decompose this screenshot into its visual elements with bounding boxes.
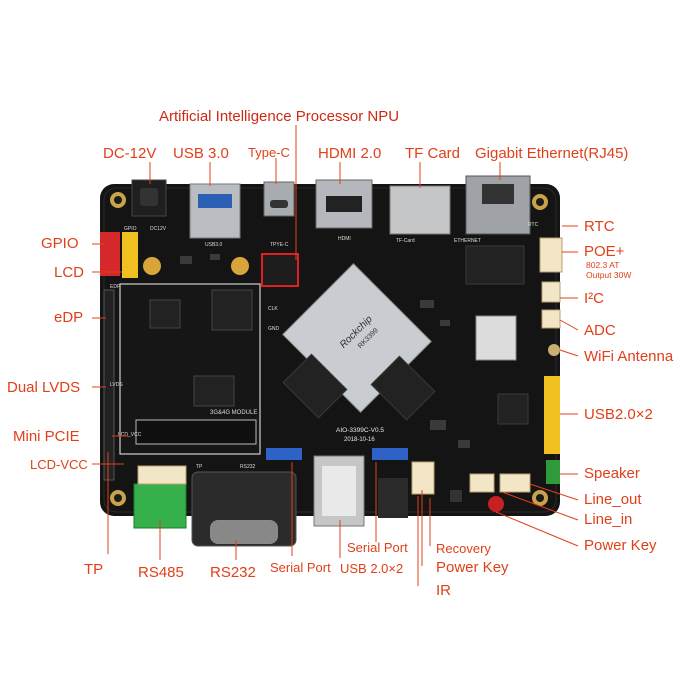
silk-typec: TPYE-C xyxy=(270,242,289,248)
label-rs485: RS485 xyxy=(138,564,184,581)
silk-clk: CLK xyxy=(268,306,278,312)
lvds-header xyxy=(103,289,115,481)
label-i2c: I²C xyxy=(584,290,604,307)
label-recovery: Recovery xyxy=(436,541,491,556)
wifi-antenna-connector xyxy=(548,344,560,356)
silk-lvds: LVDS xyxy=(110,382,123,388)
label-typec: Type-C xyxy=(248,145,290,160)
label-rs232: RS232 xyxy=(210,564,256,581)
label-poe-spec2: Output 30W xyxy=(586,270,632,280)
label-power-key-right: Power Key xyxy=(584,537,657,554)
label-serial-port-right: Serial Port xyxy=(347,540,408,555)
serial-header-right xyxy=(372,448,408,460)
label-line-out: Line_out xyxy=(584,491,642,508)
label-npu: Artificial Intelligence Processor NPU xyxy=(159,108,400,125)
npu-chip xyxy=(261,253,299,287)
label-usb20x2-right: USB2.0×2 xyxy=(584,406,653,423)
label-poe: POE+ xyxy=(584,243,625,260)
label-usb20x2-bottom: USB 2.0×2 xyxy=(340,561,404,576)
poe-connector xyxy=(539,237,563,273)
adc-connector xyxy=(541,309,561,329)
lcd-header xyxy=(122,232,138,278)
label-mini-pcie: Mini PCIE xyxy=(13,428,80,445)
silk-hdmi: HDMI xyxy=(338,236,351,242)
silk-dc12v: DC12V xyxy=(150,226,167,232)
label-tfcard: TF Card xyxy=(405,145,461,162)
usb2-headers xyxy=(544,376,560,454)
usb3-port xyxy=(189,183,241,239)
silk-rtc: RTC xyxy=(528,222,539,228)
silk-board-name: AIO-3399C-V0.5 xyxy=(336,427,384,434)
speaker-connector xyxy=(546,460,560,484)
silk-edp: EDP xyxy=(110,284,121,290)
silk-usb30: USB3.0 xyxy=(205,242,222,248)
label-tp: TP xyxy=(84,561,104,578)
module-text: 3G&4G MODULE xyxy=(210,410,257,416)
label-ethernet: Gigabit Ethernet(RJ45) xyxy=(475,145,629,162)
label-usb30: USB 3.0 xyxy=(173,145,229,162)
label-adc: ADC xyxy=(584,322,616,339)
label-serial-port-left: Serial Port xyxy=(270,560,331,575)
label-edp: eDP xyxy=(54,309,84,326)
tf-card-slot xyxy=(389,185,451,235)
label-lcd-vcc: LCD-VCC xyxy=(30,457,88,472)
silk-ethernet: ETHERNET xyxy=(454,238,481,244)
label-lcd: LCD xyxy=(54,264,85,281)
serial-header-left xyxy=(266,448,302,460)
label-gpio: GPIO xyxy=(41,235,79,252)
mini-pcie-slot xyxy=(135,419,257,445)
label-rtc: RTC xyxy=(584,218,615,235)
typec-port xyxy=(263,181,295,217)
label-poe-spec1: 802.3 AT xyxy=(586,260,620,270)
power-key xyxy=(488,496,504,512)
label-dual-lvds: Dual LVDS xyxy=(7,379,81,396)
silk-lcdvcc: LCD_VCC xyxy=(118,432,142,438)
label-wifi: WiFi Antenna xyxy=(584,348,674,365)
label-line-in: Line_in xyxy=(584,511,633,528)
silk-gpio: GPIO xyxy=(124,226,137,232)
silk-rs232: RS232 xyxy=(240,464,256,470)
i2c-connector xyxy=(541,281,561,303)
silk-board-date: 2018-10-16 xyxy=(344,437,375,443)
label-power-key-bottom: Power Key xyxy=(436,559,509,576)
label-hdmi20: HDMI 2.0 xyxy=(318,145,382,162)
label-dc12v: DC-12V xyxy=(103,145,157,162)
silk-gnd: GND xyxy=(268,326,280,332)
silk-tfcard: TF-Card xyxy=(396,238,415,244)
label-ir: IR xyxy=(436,582,451,599)
silk-tp: TP xyxy=(196,464,203,470)
label-speaker: Speaker xyxy=(584,465,640,482)
gpio-header xyxy=(100,232,120,276)
